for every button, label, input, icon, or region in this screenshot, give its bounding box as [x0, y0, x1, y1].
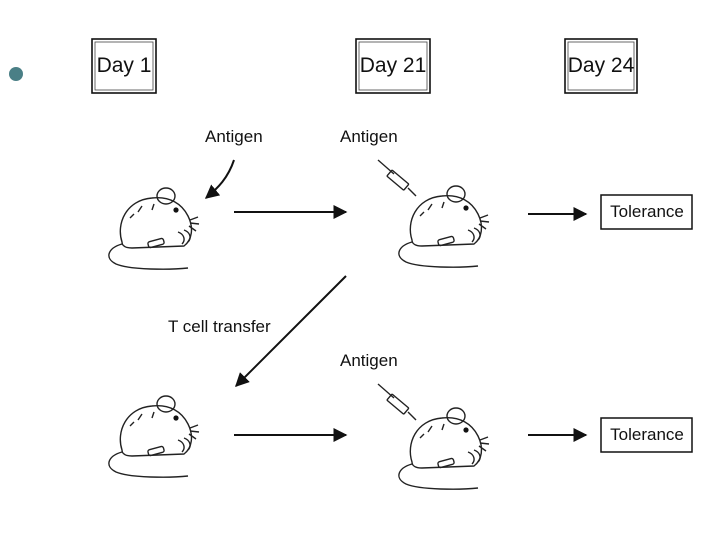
- syringe-icon: [377, 383, 417, 421]
- day1-label: Day 1: [97, 54, 152, 77]
- antigen-label-row2-day21: Antigen: [340, 351, 398, 370]
- day24-box: Day 24: [564, 38, 638, 94]
- antigen-label-row1-day1: Antigen: [205, 127, 263, 146]
- arrow-icon: [235, 275, 347, 387]
- syringe-icon: [377, 159, 417, 197]
- tolerance-box-row1: Tolerance: [600, 194, 693, 230]
- tolerance-label: Tolerance: [610, 202, 684, 221]
- arrow-icon: [204, 159, 235, 199]
- day1-box: Day 1: [91, 38, 157, 94]
- mouse-icon: [108, 395, 200, 478]
- antigen-label-row1-day21: Antigen: [340, 127, 398, 146]
- tolerance-label: Tolerance: [610, 425, 684, 444]
- day21-label: Day 21: [360, 54, 427, 77]
- bullet-icon: [9, 67, 23, 81]
- day21-box: Day 21: [355, 38, 431, 94]
- tolerance-box-row2: Tolerance: [600, 417, 693, 453]
- mouse-icon: [108, 187, 200, 270]
- t-cell-transfer-label: T cell transfer: [168, 317, 271, 336]
- day24-label: Day 24: [568, 54, 635, 77]
- mouse-icon: [398, 407, 490, 490]
- mouse-icon: [398, 185, 490, 268]
